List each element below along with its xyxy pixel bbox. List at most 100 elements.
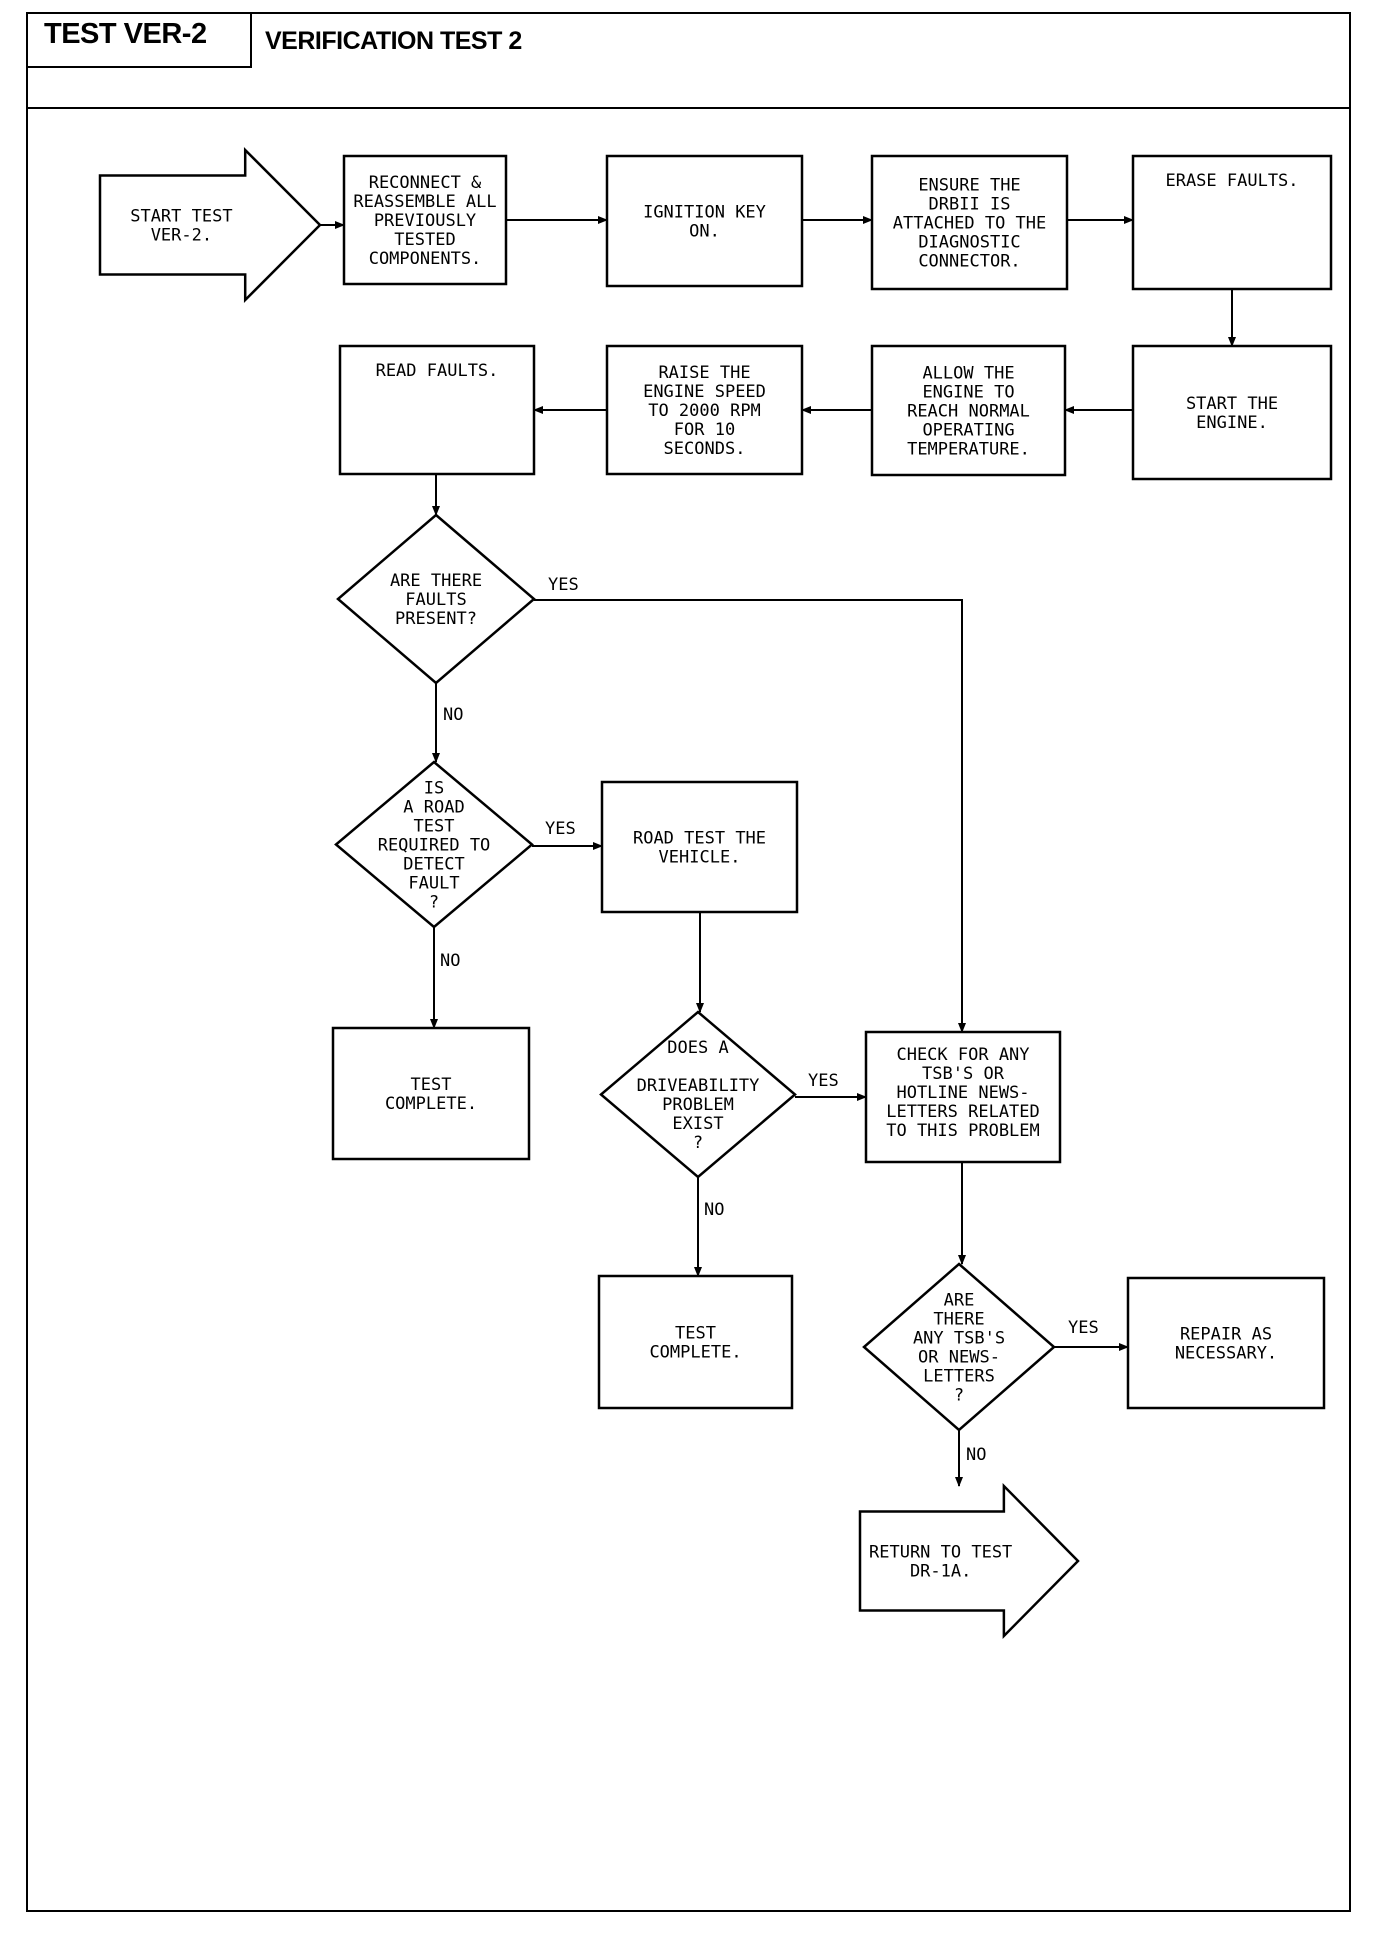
- node-label-line: CONNECTOR.: [918, 252, 1020, 272]
- edge-driveability-to-complete-2: NO: [694, 1177, 724, 1277]
- branch-label-yes: YES: [808, 1071, 839, 1091]
- process-shape: [600, 780, 799, 914]
- node-label-line: CHECK FOR ANY: [896, 1045, 1029, 1065]
- node-label-line: DETECT: [403, 855, 464, 875]
- node-label-line: FAULTS: [405, 590, 466, 610]
- process-shape: [338, 344, 536, 476]
- node-label-line: RAISE THE: [658, 363, 750, 383]
- node-label-line: SECONDS.: [664, 439, 746, 459]
- node-label-line: ANY TSB'S: [913, 1329, 1005, 1349]
- node-label-line: TEST: [411, 1075, 452, 1095]
- process-shape: [605, 154, 804, 288]
- node-label-line: IS: [424, 779, 444, 799]
- node-label-line: REPAIR AS: [1180, 1325, 1272, 1345]
- edge-any-tsb-to-repair: YES: [1054, 1318, 1129, 1351]
- node-label-line: TEST: [414, 817, 455, 837]
- node-label-line: HOTLINE NEWS-: [896, 1083, 1029, 1103]
- process-shape: [870, 154, 1069, 291]
- node-label-line: DRBII IS: [929, 195, 1011, 215]
- edge-faults-present-to-road-required: NO: [432, 683, 463, 763]
- node-label-line: ENGINE TO: [922, 383, 1014, 403]
- node-label-line: THERE: [933, 1310, 984, 1330]
- node-label-line: TEMPERATURE.: [907, 440, 1030, 460]
- page-frame: [26, 12, 1351, 1912]
- node-label-line: START TEST: [130, 207, 232, 227]
- node-label-line: VER-2.: [151, 226, 212, 246]
- process-shape: [864, 1030, 1062, 1164]
- node-label-line: RETURN TO TEST: [869, 1543, 1012, 1563]
- decision-shape: [862, 1262, 1056, 1432]
- node-label-line: COMPLETE.: [385, 1094, 477, 1114]
- node-label-line: READ FAULTS.: [376, 361, 499, 381]
- node-label-line: ON.: [689, 222, 720, 242]
- node-label-line: ENGINE SPEED: [643, 382, 766, 402]
- branch-label-no: NO: [704, 1200, 724, 1220]
- process-shape: [870, 344, 1067, 477]
- node-label-line: PREVIOUSLY: [374, 211, 476, 231]
- node-label-line: LETTERS RELATED: [886, 1102, 1040, 1122]
- node-label-line: ENGINE.: [1196, 413, 1268, 433]
- branch-label-no: NO: [440, 951, 460, 971]
- node-label-line: TEST: [675, 1324, 716, 1344]
- node-label-line: A ROAD: [403, 798, 464, 818]
- node-label-line: REACH NORMAL: [907, 402, 1030, 422]
- node-label-line: TO 2000 RPM: [648, 401, 761, 421]
- node-label-line: REQUIRED TO: [378, 836, 491, 856]
- process-shape: [597, 1274, 794, 1410]
- decision-shape: [336, 513, 536, 685]
- connector-line: [534, 599, 966, 1033]
- node-label-line: COMPLETE.: [649, 1343, 741, 1363]
- node-label-line: LETTERS: [923, 1367, 995, 1387]
- node-label-line: ALLOW THE: [922, 364, 1014, 384]
- node-label-line: START THE: [1186, 394, 1278, 414]
- node-label-line: RECONNECT &: [369, 173, 482, 193]
- branch-label-no: NO: [443, 705, 463, 725]
- decision-shape: [599, 1010, 797, 1179]
- node-label-line: NECESSARY.: [1175, 1344, 1277, 1364]
- node-label-line: ?: [954, 1386, 964, 1406]
- branch-label-no: NO: [966, 1445, 986, 1465]
- process-shape: [1131, 154, 1333, 291]
- node-label-line: TESTED: [394, 230, 455, 250]
- process-shape: [342, 154, 508, 286]
- node-label-line: DIAGNOSTIC: [918, 233, 1020, 253]
- node-label-line: IGNITION KEY: [643, 203, 766, 223]
- branch-label-yes: YES: [548, 575, 579, 595]
- node-erase: ERASE FAULTS.: [1131, 154, 1333, 291]
- node-label-line: TSB'S OR: [922, 1064, 1005, 1084]
- node-label-line: PROBLEM: [662, 1095, 734, 1115]
- node-label-line: DRIVEABILITY: [637, 1076, 760, 1096]
- decision-shape: [334, 760, 534, 929]
- node-label-line: DR-1A.: [910, 1562, 971, 1582]
- node-label-line: ENSURE THE: [918, 176, 1020, 196]
- node-label-line: VEHICLE.: [659, 848, 741, 868]
- node-label-line: COMPONENTS.: [369, 249, 482, 269]
- edge-faults-present-to-check-tsb: YES: [534, 575, 966, 1033]
- node-label-line: ARE THERE: [390, 571, 482, 591]
- node-label-line: FOR 10: [674, 420, 735, 440]
- node-label-line: FAULT: [408, 874, 459, 894]
- node-label-line: OPERATING: [922, 421, 1014, 441]
- node-label-line: EXIST: [672, 1114, 723, 1134]
- process-shape: [1126, 1276, 1326, 1410]
- branch-label-yes: YES: [1068, 1318, 1099, 1338]
- edge-driveability-to-check-tsb: YES: [795, 1071, 867, 1101]
- arrow-shape: [98, 146, 322, 304]
- process-shape: [605, 344, 804, 476]
- node-read: READ FAULTS.: [338, 344, 536, 476]
- process-shape: [1131, 344, 1333, 481]
